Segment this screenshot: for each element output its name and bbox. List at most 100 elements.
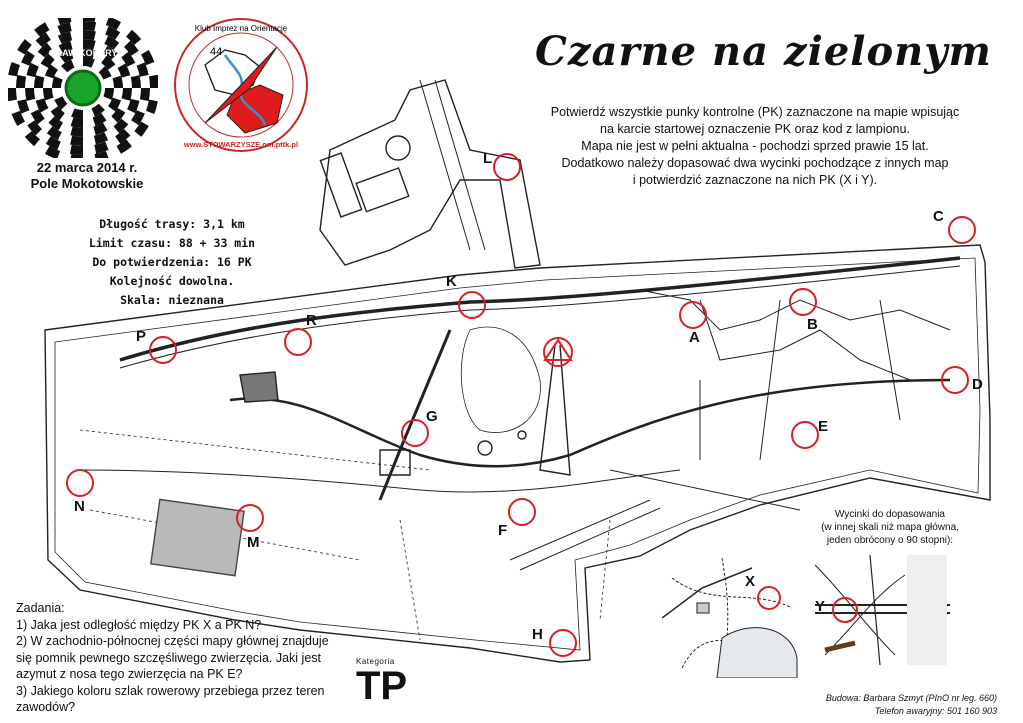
crop-caption: Wycinki do dopasowania (w innej skali ni… (800, 508, 980, 547)
crop-road (662, 567, 753, 619)
control-label-a: A (689, 329, 700, 346)
building (239, 371, 279, 403)
control-label-l: L (483, 150, 493, 167)
crop-building (696, 602, 710, 614)
control-circle-p (149, 336, 177, 364)
control-label-f: F (498, 522, 508, 539)
course-stats: Długość trasy: 3,1 km Limit czasu: 88 + … (82, 215, 262, 310)
control-label-d: D (972, 376, 983, 393)
park-boundary (44, 244, 991, 663)
control-label-n: N (74, 498, 85, 515)
control-circle-c (948, 216, 976, 244)
control-circle-e (791, 421, 819, 449)
start-circle (543, 337, 573, 367)
event-date: 22 marca 2014 r. (36, 160, 138, 175)
road (79, 469, 681, 493)
building-grey-area (150, 498, 245, 577)
railway (509, 499, 661, 571)
path-network (639, 289, 951, 381)
road (609, 299, 901, 511)
course-length: Długość trasy: 3,1 km (99, 217, 245, 231)
task-line: 1) Jaka jest odległość między PK X a PK … (16, 617, 262, 632)
start-triangle (543, 338, 573, 361)
park-inner-boundary (54, 257, 981, 651)
road (119, 265, 961, 369)
graw-kolory-logo: GRAW KOLORY (8, 18, 158, 158)
pond (460, 326, 541, 433)
task-line: się pomnik pewnego szczęśliwego zwierzęc… (16, 650, 321, 665)
category-value: TP (356, 664, 408, 708)
control-label-r: R (306, 312, 317, 329)
instruction-line: Mapa nie jest w pełni aktualna - pochodz… (581, 139, 929, 153)
task-line: azymut z nosa tego zwierzęcia na PK E? (16, 667, 243, 681)
control-circle-l (493, 153, 521, 181)
credits-phone: Telefon awaryjny: 501 160 903 (874, 706, 997, 716)
event-info: 22 marca 2014 r. Pole Mokotowskie (12, 160, 162, 192)
road (539, 344, 571, 476)
control-circle-h (549, 629, 577, 657)
crop-wall (824, 640, 856, 653)
credits: Budowa: Barbara Szmyt (PInO nr leg. 660)… (826, 692, 997, 718)
crop-tramline (907, 555, 947, 665)
building (319, 152, 363, 218)
control-label-e: E (818, 418, 829, 435)
time-limit: Limit czasu: 88 + 33 min (88, 236, 256, 250)
crop-path (815, 564, 906, 656)
crop-map-x[interactable] (662, 548, 802, 678)
control-circle-n (66, 469, 94, 497)
control-label-c: C (933, 208, 944, 225)
control-label-b: B (807, 316, 818, 333)
controls-to-confirm: Do potwierdzenia: 16 PK (92, 255, 252, 269)
graw-logo-text: GRAW KOLORY (49, 48, 118, 58)
club-logo-number: 44 (210, 46, 222, 58)
building (355, 167, 410, 213)
monument (517, 430, 527, 440)
control-label-x: X (745, 573, 756, 590)
map-scale: Skala: nieznana (120, 293, 224, 307)
control-circle-f (508, 498, 536, 526)
crop-map-y[interactable] (815, 555, 950, 665)
instruction-line: Potwierdź wszystkie punky kontrolne (PK)… (550, 105, 960, 119)
order-rule: Kolejność dowolna. (109, 274, 235, 288)
control-label-h: H (532, 626, 543, 643)
control-circle-g (401, 419, 429, 447)
instruction-line: Dodatkowo należy dopasować dwa wycinki p… (561, 156, 949, 170)
crop-lake (716, 627, 798, 678)
road (119, 256, 961, 362)
control-circle-b (789, 288, 817, 316)
road (419, 79, 486, 251)
control-circle-x (757, 586, 781, 610)
control-circle-k (458, 291, 486, 319)
task-line: 2) W zachodnio-północnej części mapy głó… (16, 634, 329, 648)
control-circle-r (284, 328, 312, 356)
task-line: 3) Jakiego koloru szlak rowerowy przebie… (16, 683, 325, 698)
instructions: Potwierdź wszystkie punky kontrolne (PK)… (530, 104, 980, 189)
control-label-g: G (426, 408, 438, 425)
fountain (477, 440, 493, 456)
building (379, 449, 411, 476)
instruction-line: i potwierdzić zaznaczone na nich PK (X i… (632, 173, 878, 187)
control-circle-d (941, 366, 969, 394)
control-circle-y (832, 597, 858, 623)
crop-caption-line: Wycinki do dopasowania (835, 509, 945, 520)
tasks: Zadania: 1) Jaka jest odległość między P… (16, 600, 336, 716)
trail (79, 429, 611, 641)
club-logo-bottom-text: www.STOWARZYSZE.om.pttk.pl (183, 140, 298, 149)
building-round (385, 135, 411, 161)
club-logo-top-text: Klub Imprez na Orientację (195, 24, 288, 33)
instruction-line: na karcie startowej oznaczenie PK oraz k… (600, 122, 910, 136)
club-logo: 44 Klub Imprez na Orientację www.STOWARZ… (174, 18, 308, 152)
page-title: Czarne na zielonym (535, 28, 992, 75)
control-label-y: Y (815, 598, 826, 615)
tasks-heading: Zadania: (16, 601, 65, 615)
control-label-m: M (247, 534, 260, 551)
crop-caption-line: jeden obrócony o 90 stopni): (826, 535, 954, 546)
control-label-p: P (136, 328, 147, 345)
category-label: Kategoria (356, 657, 395, 666)
event-place: Pole Mokotowskie (30, 176, 144, 191)
control-circle-a (679, 301, 707, 329)
crop-caption-line: (w innej skali niż mapa główna, (821, 522, 959, 533)
control-label-k: K (446, 273, 457, 290)
road (229, 378, 951, 468)
